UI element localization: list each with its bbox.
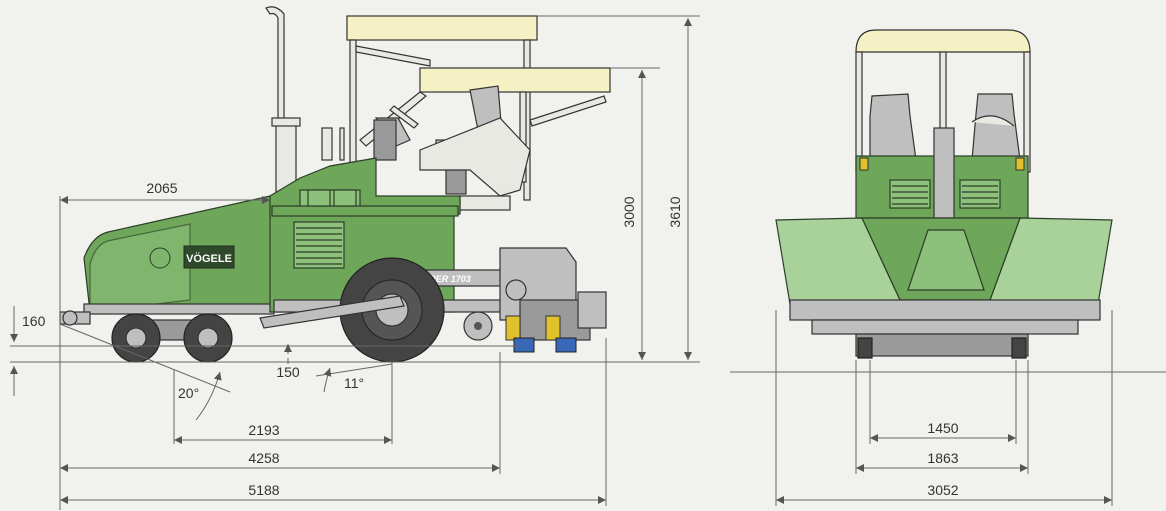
engine-vent: [293, 221, 345, 269]
canopy-roof-high: [346, 15, 538, 41]
dim-length-total: 5188: [248, 482, 279, 498]
dim-outer-track: 1863: [927, 450, 958, 466]
dim-ground-clearance: 150: [276, 364, 300, 380]
brand-logo-panel: [183, 245, 235, 269]
dim-total-width: 3052: [927, 482, 958, 498]
dim-front-length: 2065: [146, 180, 177, 196]
dim-height-low: 3000: [621, 196, 637, 227]
model-label: SUPER 1703: [417, 274, 471, 284]
front-seat-right: [971, 93, 1021, 161]
dim-front-height: 160: [22, 313, 46, 329]
front-wheel-2: [183, 313, 233, 363]
dim-wheelbase: 2193: [248, 422, 279, 438]
canopy-roof-low: [419, 67, 611, 93]
front-seat-left: [869, 93, 917, 165]
front-vent-left: [889, 179, 931, 209]
side-view-dimensions: 2065 3000 3610 160 150 20° 11° 219: [10, 15, 700, 510]
dim-approach-angle: 20°: [178, 385, 199, 401]
dim-length-mid: 4258: [248, 450, 279, 466]
exhaust-pipe: [265, 6, 285, 121]
dim-inner-track: 1450: [927, 420, 958, 436]
side-view-machine: VÖGELE SUPER 1703: [59, 6, 611, 363]
dim-departure-angle: 11°: [344, 375, 364, 391]
front-canopy-roof: [855, 29, 1031, 53]
front-vent-right: [959, 179, 1001, 209]
front-view-machine: [775, 29, 1113, 359]
front-view-dimensions: 1450 1863 3052: [730, 310, 1166, 506]
dim-height-high: 3610: [667, 196, 683, 227]
screed-lift-yellow: [505, 315, 521, 341]
brand-logo: VÖGELE: [186, 252, 232, 265]
brand-seal-icon: [149, 247, 171, 269]
